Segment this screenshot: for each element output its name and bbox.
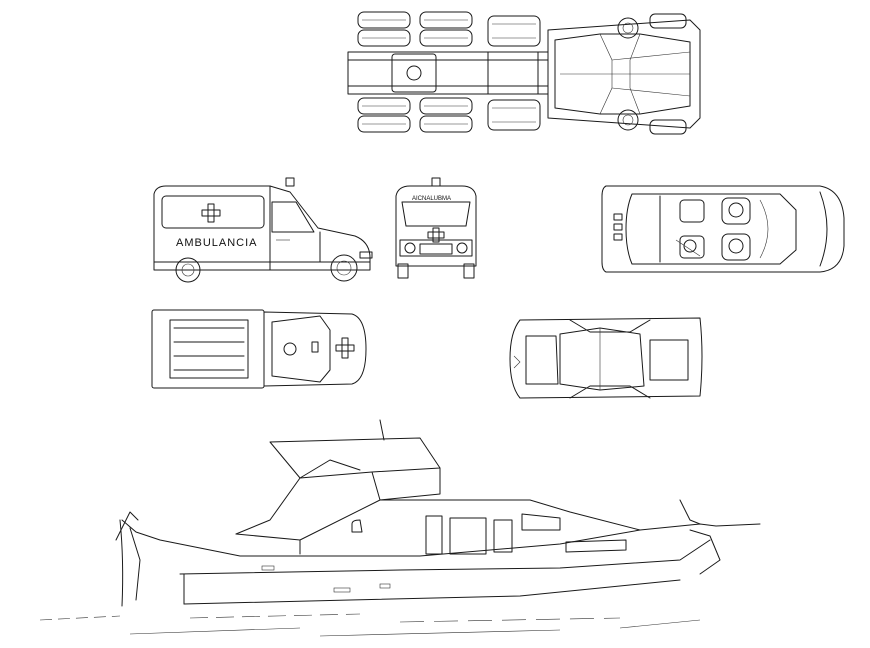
truck-cab (547, 13, 701, 135)
ambulance-front-view: AICNALUBMA (395, 177, 477, 279)
medical-cross-icon (427, 227, 445, 243)
person-icon (728, 202, 744, 254)
truck-top-view (347, 11, 701, 135)
ambulance-top-view (151, 309, 367, 389)
anchor-icon (351, 519, 363, 533)
car-interior-top-view (601, 185, 845, 273)
medical-cross-icon (201, 203, 221, 223)
ambulance-side-label: AMBULANCIA (176, 237, 258, 249)
waterline (39, 613, 701, 637)
ambulance-side-view: AMBULANCIA (153, 177, 373, 283)
car-top-view (509, 317, 703, 399)
yacht-side-view (39, 419, 761, 637)
ambulance-front-label: AICNALUBMA (412, 196, 451, 202)
medical-cross-icon (335, 337, 355, 359)
truck-rear-wheels-bottom (357, 97, 473, 133)
person-icon (675, 239, 701, 257)
truck-rear-wheels-top (357, 11, 473, 47)
